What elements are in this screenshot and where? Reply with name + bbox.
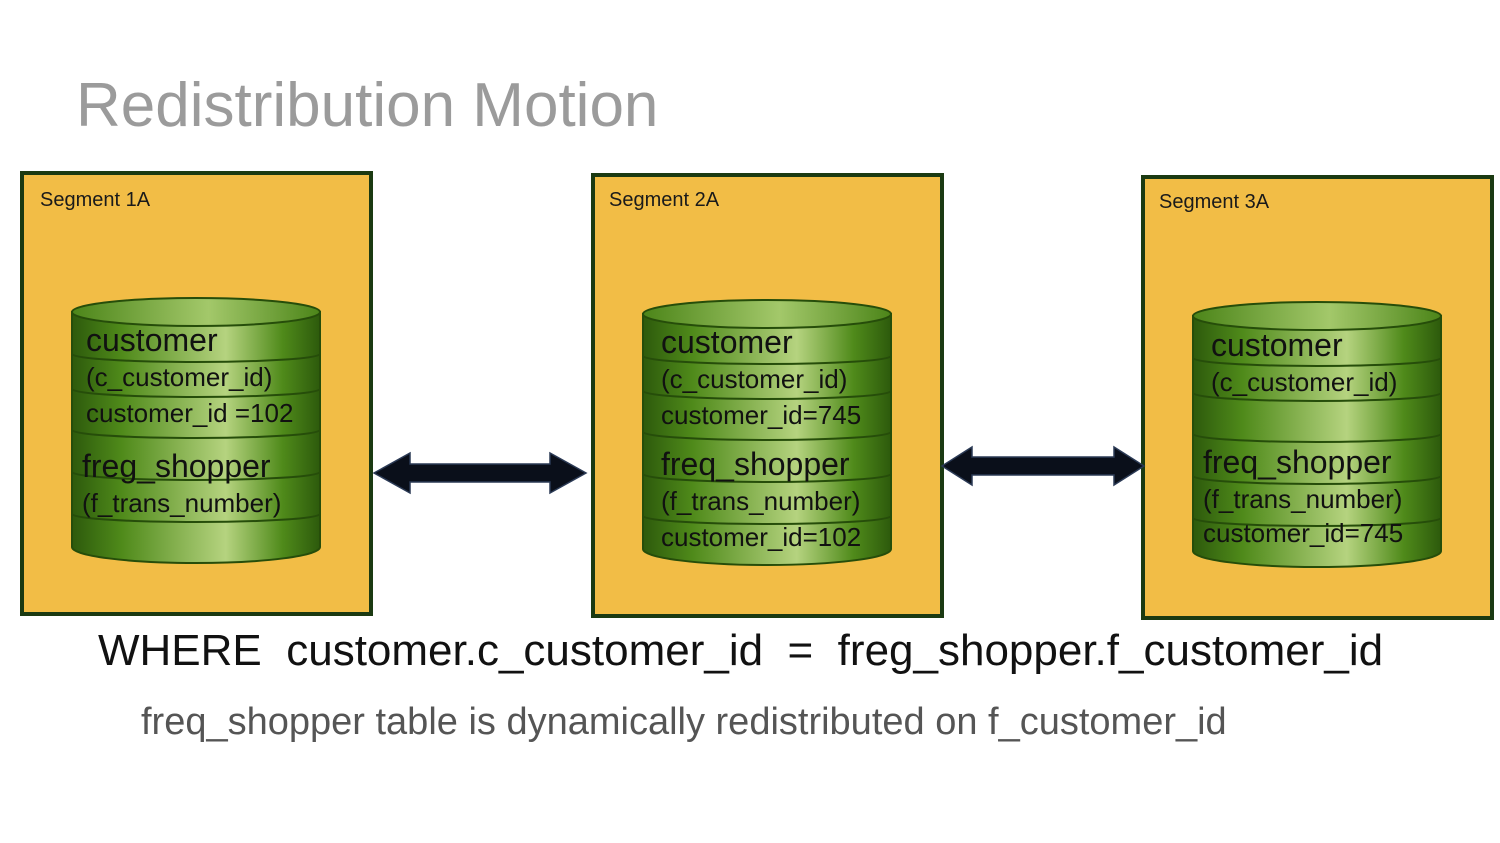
database-cylinder: customer (c_customer_id) freq_shopper (f… [1189, 296, 1445, 576]
table-name-shopper: freg_shopper [82, 448, 271, 484]
database-cylinder: customer (c_customer_id) customer_id =10… [68, 292, 324, 572]
table-value-customer: customer_id=745 [661, 400, 862, 430]
table-key-shopper: (f_trans_number) [82, 488, 282, 518]
where-clause: WHERE customer.c_customer_id = freg_shop… [98, 626, 1384, 675]
table-value-shopper: customer_id=102 [661, 522, 862, 552]
segment-label: Segment 3A [1159, 191, 1270, 213]
double-arrow-2-3-icon [940, 445, 1146, 487]
cylinder-shape [71, 297, 321, 564]
table-key-shopper: (f_trans_number) [661, 486, 861, 516]
redistribution-note: freq_shopper table is dynamically redist… [141, 701, 1227, 743]
table-value-customer: customer_id =102 [86, 398, 294, 428]
table-key-customer: (c_customer_id) [661, 364, 848, 394]
table-key-customer: (c_customer_id) [1211, 367, 1398, 397]
table-key-shopper: (f_trans_number) [1203, 484, 1403, 514]
table-name-shopper: freq_shopper [661, 446, 850, 482]
database-cylinder: customer (c_customer_id) customer_id=745… [639, 294, 895, 574]
table-key-customer: (c_customer_id) [86, 362, 273, 392]
cylinder-shape [642, 299, 892, 566]
double-arrow-1-2-icon [372, 451, 588, 495]
table-name-customer: customer [86, 322, 218, 358]
segment-label: Segment 1A [40, 189, 151, 211]
segment-label: Segment 2A [609, 189, 720, 211]
table-value-shopper: customer_id=745 [1203, 518, 1404, 548]
cylinder-shape [1192, 301, 1442, 568]
slide-title: Redistribution Motion [76, 71, 659, 140]
table-name-customer: customer [661, 324, 793, 360]
table-name-shopper: freq_shopper [1203, 444, 1392, 480]
table-name-customer: customer [1211, 327, 1343, 363]
